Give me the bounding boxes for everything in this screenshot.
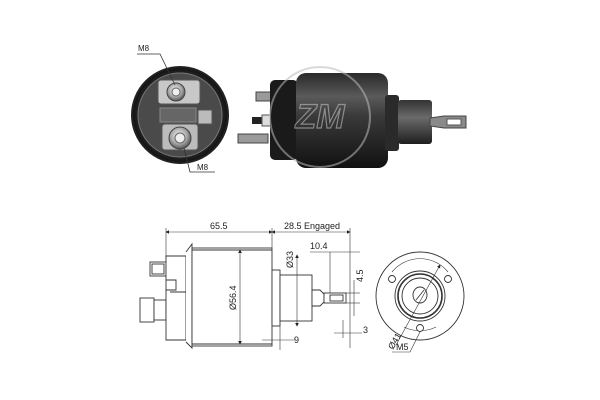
dim-body-diameter: Ø56.4	[228, 285, 238, 310]
photo-side-view: ZM	[237, 66, 467, 168]
drawing-side-view	[139, 228, 362, 350]
dim-plunger-diameter: Ø33	[285, 251, 295, 268]
dim-body-length: 65.5	[210, 221, 228, 231]
mount-hole-right-icon	[444, 275, 452, 283]
dim-flange-offset: 9	[294, 335, 299, 345]
dim-stroke-engaged: 28.5 Engaged	[284, 221, 340, 231]
drawing-end-view	[375, 251, 465, 353]
mount-hole-bottom-icon	[416, 324, 424, 332]
dim-eyelet-length: 10.4	[310, 241, 328, 251]
stud-bottom-icon	[237, 133, 269, 144]
watermark-logo: ZM	[269, 66, 371, 168]
mount-hole-left-icon	[388, 275, 396, 283]
label-m8-bottom: M8	[197, 163, 209, 172]
stud-top-icon	[255, 91, 273, 102]
label-m8-top: M8	[138, 44, 150, 53]
svg-text:ZM: ZM	[294, 98, 345, 136]
photo-end-view: M8 M8	[131, 44, 229, 173]
dim-mount-thread: M5	[396, 342, 409, 352]
dim-eyelet-thickness: 3	[363, 325, 368, 335]
dim-eyelet-width: 4.5	[355, 269, 365, 282]
